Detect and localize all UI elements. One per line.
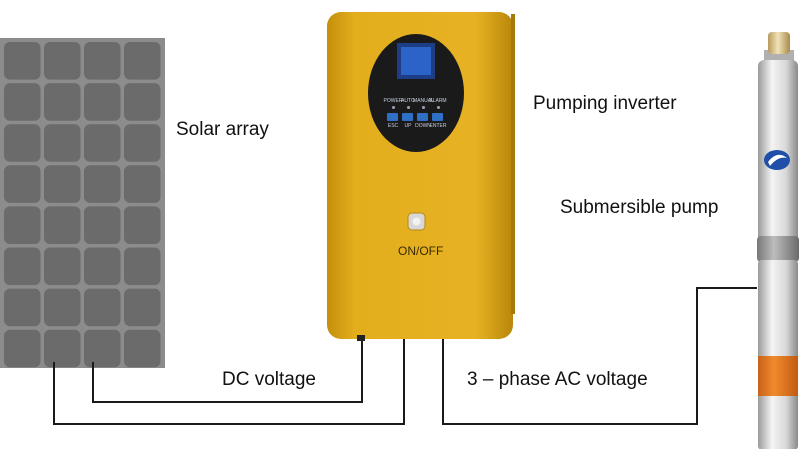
inverter-screen (401, 47, 431, 75)
pump-logo-swoosh-icon (768, 154, 787, 166)
on-off-label: ON/OFF (398, 244, 444, 258)
inverter-key-label: DOWN (415, 123, 431, 129)
pump-orange-band (758, 356, 798, 396)
inverter-key-button[interactable] (417, 113, 428, 121)
inverter-bottom-bracket (357, 335, 365, 341)
solar-cell (4, 124, 41, 162)
inverter-key-label: ESC (387, 123, 399, 129)
solar-cell (4, 329, 41, 368)
solar-array-label: Solar array (176, 119, 269, 140)
solar-cell (84, 83, 121, 121)
solar-cell (4, 83, 41, 121)
on-off-button-inner (412, 217, 421, 226)
wires (53, 287, 757, 425)
solar-cell (84, 247, 121, 286)
pump-motor-body (758, 260, 798, 449)
solar-cell (124, 42, 161, 80)
solar-cell (124, 288, 161, 327)
indicator-label: ALARM (429, 98, 447, 104)
solar-panel-cells (4, 42, 161, 368)
solar-cell (44, 124, 81, 162)
indicator-led (391, 106, 395, 109)
solar-cell (44, 42, 81, 80)
indicator-label: AUTO (401, 98, 415, 104)
dc-voltage-label: DC voltage (222, 369, 316, 390)
indicator-label: MANUAL (413, 98, 434, 104)
inverter-key-label: UP (404, 123, 412, 129)
pumping-inverter-label: Pumping inverter (533, 93, 677, 114)
inverter-key-label: ENTER (429, 123, 447, 129)
solar-cell (4, 288, 41, 327)
solar-cell (84, 42, 121, 80)
solar-cell (84, 288, 121, 327)
solar-cell (124, 329, 161, 368)
solar-cell (124, 124, 161, 162)
dc-wire-inner (92, 338, 363, 403)
solar-cell (4, 165, 41, 203)
solar-cell (124, 83, 161, 121)
solar-cell (44, 288, 81, 327)
pump-cap (768, 32, 790, 54)
inverter-side-tab (511, 14, 515, 314)
solar-cell (44, 247, 81, 286)
solar-cell (84, 206, 121, 244)
indicator-label: POWER (383, 98, 403, 104)
submersible-pump-label: Submersible pump (560, 197, 719, 218)
solar-cell (44, 83, 81, 121)
indicator-led (406, 106, 410, 109)
solar-cell (44, 206, 81, 244)
solar-panel (0, 38, 165, 368)
solar-cell (84, 124, 121, 162)
solar-cell (44, 165, 81, 203)
pump-joint (757, 236, 799, 262)
solar-cell (124, 206, 161, 244)
solar-cell (124, 165, 161, 203)
solar-cell (84, 329, 121, 368)
solar-cell (44, 329, 81, 368)
submersible-pump (757, 32, 799, 449)
dc-wire-outer (53, 338, 405, 425)
pump-logo-icon (764, 150, 790, 170)
solar-cell (4, 206, 41, 244)
ac-wire (442, 287, 757, 425)
inverter-key-button[interactable] (432, 113, 443, 121)
solar-cell (4, 247, 41, 286)
pumping-inverter (327, 12, 515, 341)
solar-cell (84, 165, 121, 203)
inverter-key-button[interactable] (402, 113, 413, 121)
inverter-control-face (368, 34, 464, 152)
indicator-led (421, 106, 425, 109)
solar-cell (4, 42, 41, 80)
indicator-led (436, 106, 440, 109)
solar-cell (124, 247, 161, 286)
ac-voltage-label: 3 – phase AC voltage (467, 369, 648, 390)
inverter-key-button[interactable] (387, 113, 398, 121)
